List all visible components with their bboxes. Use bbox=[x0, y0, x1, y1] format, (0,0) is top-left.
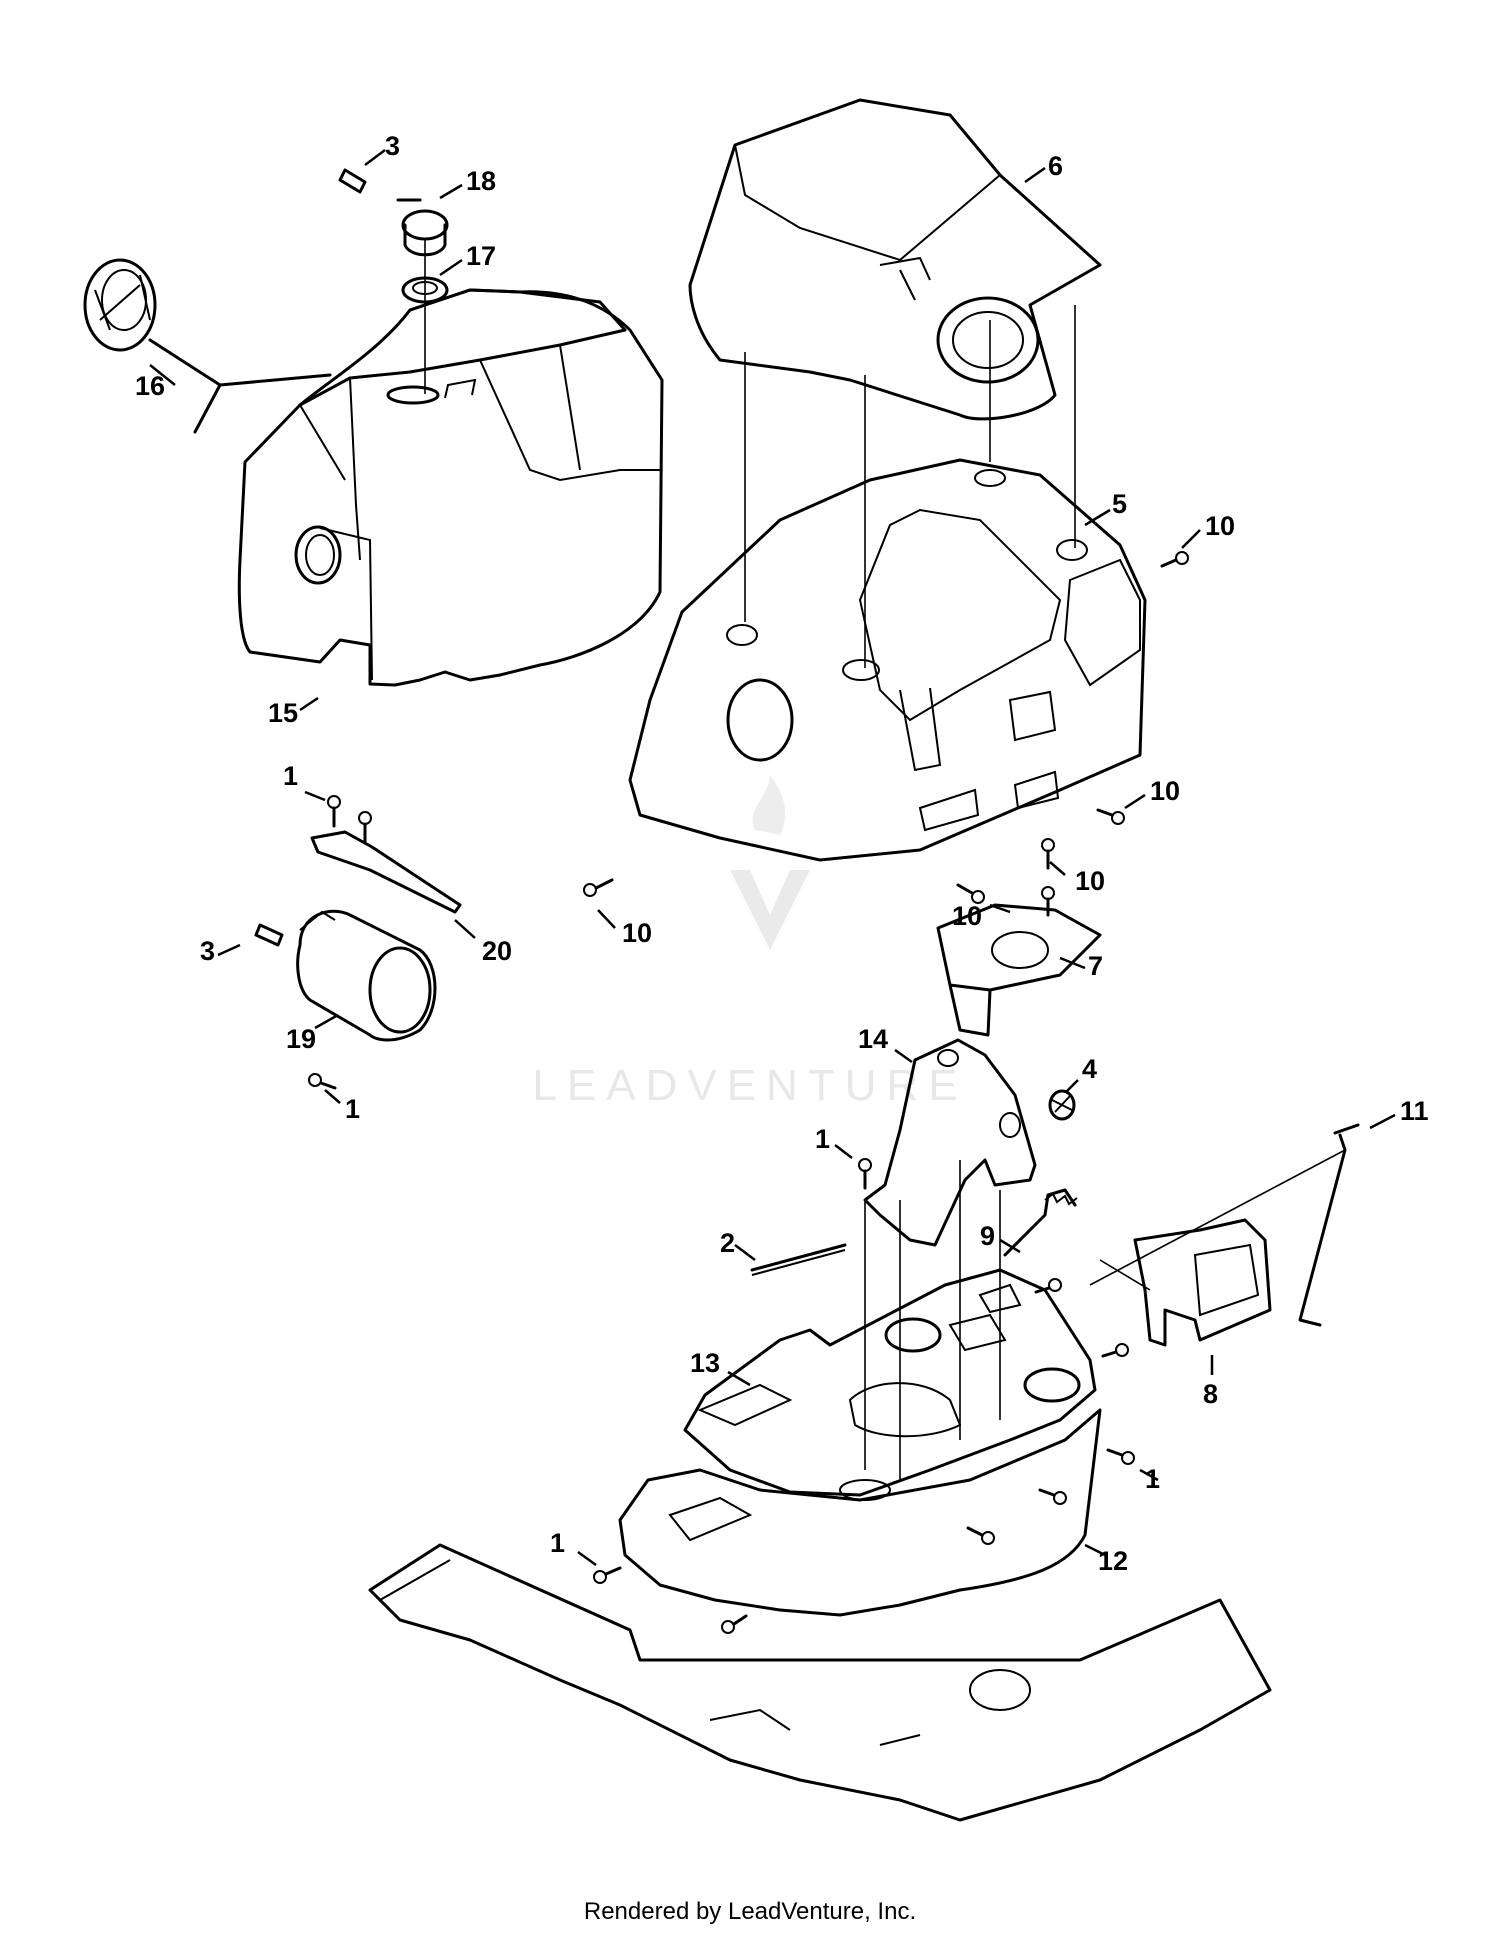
callout-15: 15 bbox=[268, 698, 298, 728]
callout-17: 17 bbox=[466, 241, 496, 271]
callout-18: 18 bbox=[466, 166, 496, 196]
leader-lines bbox=[149, 149, 1396, 1567]
callout-16: 16 bbox=[135, 371, 165, 401]
callout-4: 4 bbox=[1082, 1054, 1097, 1084]
screw-icon bbox=[308, 551, 1189, 1634]
callout-10-console-left: 10 bbox=[622, 918, 652, 948]
bracket-icon bbox=[863, 1038, 1037, 1247]
callout-10-console-top: 10 bbox=[1205, 511, 1235, 541]
callout-11: 11 bbox=[1400, 1096, 1429, 1126]
callout-1-shroud-right: 1 bbox=[1145, 1464, 1160, 1494]
callout-1-bracket: 1 bbox=[283, 761, 298, 791]
bracket-icon bbox=[310, 830, 462, 914]
console-icon bbox=[628, 458, 1147, 862]
fuel-cap-icon bbox=[83, 258, 332, 434]
fuel-tank-icon bbox=[237, 288, 664, 687]
canister-icon bbox=[254, 909, 437, 1042]
callout-20: 20 bbox=[482, 936, 512, 966]
dash-panel-icon bbox=[688, 98, 1102, 421]
frame-icon bbox=[368, 1543, 1272, 1822]
rod-icon bbox=[1298, 1123, 1360, 1327]
callout-2: 2 bbox=[720, 1228, 735, 1258]
spring-icon bbox=[1003, 1188, 1078, 1257]
callout-8: 8 bbox=[1203, 1379, 1218, 1409]
watermark-text: LEADVENTURE bbox=[532, 1061, 967, 1110]
callout-3-top: 3 bbox=[385, 131, 400, 161]
callout-10-cup-right: 10 bbox=[1075, 866, 1105, 896]
pedal-icon bbox=[1133, 1218, 1272, 1347]
pin-icon bbox=[750, 1243, 847, 1276]
callout-7: 7 bbox=[1088, 951, 1103, 981]
callout-1-shroud-left: 1 bbox=[550, 1528, 565, 1558]
callout-14: 14 bbox=[858, 1024, 888, 1054]
guide-lines bbox=[424, 238, 1346, 1480]
callout-12: 12 bbox=[1098, 1546, 1128, 1576]
callout-1-bracket14: 1 bbox=[815, 1124, 830, 1154]
callout-10-console-right: 10 bbox=[1150, 776, 1180, 806]
callout-labels: 3 18 17 16 15 6 5 10 10 10 10 10 1 20 3 … bbox=[135, 131, 1429, 1576]
callout-13: 13 bbox=[690, 1348, 720, 1378]
callout-10-cup-left: 10 bbox=[952, 901, 982, 931]
callout-9: 9 bbox=[980, 1221, 995, 1251]
grommet-icon bbox=[1048, 1089, 1076, 1121]
callout-19: 19 bbox=[286, 1024, 316, 1054]
valve-icon bbox=[396, 198, 449, 257]
footer-credit: Rendered by LeadVenture, Inc. bbox=[583, 1898, 917, 1925]
callout-5: 5 bbox=[1112, 489, 1127, 519]
callout-3-canister: 3 bbox=[200, 936, 215, 966]
callout-6: 6 bbox=[1048, 151, 1063, 181]
leadventure-watermark: LEADVENTURE bbox=[532, 775, 967, 1110]
callout-1-canister: 1 bbox=[345, 1094, 360, 1124]
bushing-icon bbox=[338, 168, 367, 194]
cup-holder-icon bbox=[936, 903, 1102, 1037]
front-cover-icon bbox=[618, 1408, 1102, 1617]
